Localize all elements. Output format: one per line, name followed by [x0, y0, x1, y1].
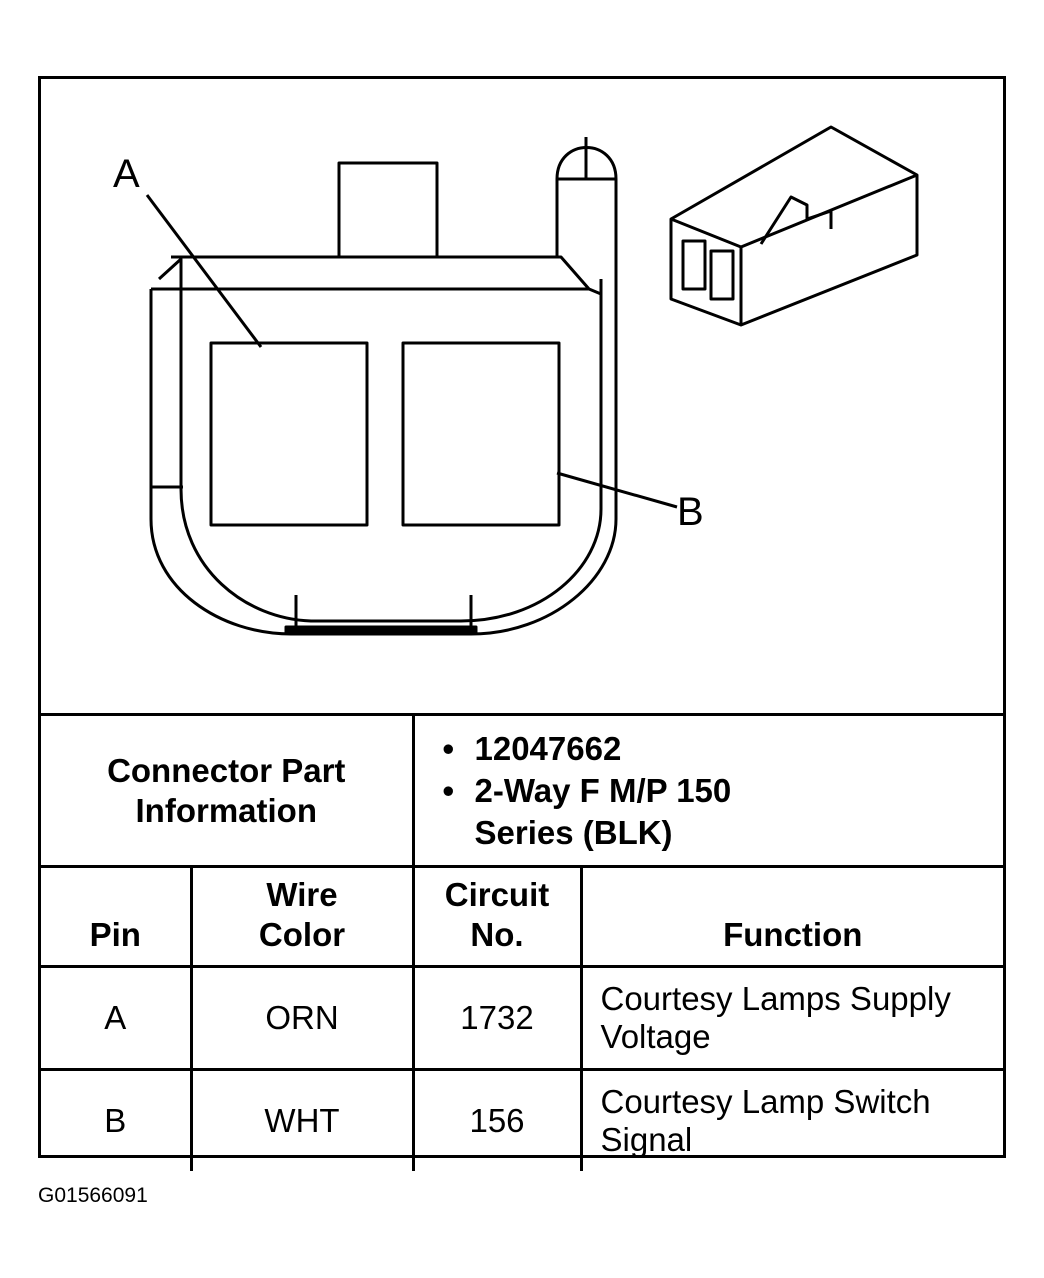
cell-pin: A — [41, 965, 193, 1071]
connector-face-diagram: A B — [41, 79, 1003, 713]
connector-info-title: Connector Part Information — [41, 713, 415, 868]
table-row: B WHT 156 Courtesy Lamp Switch Signal — [41, 1068, 1003, 1171]
connector-outer-shell-inner — [157, 257, 603, 623]
connector-perspective-view — [669, 125, 919, 327]
header-function: Function — [579, 865, 1003, 968]
connector-latch-tab — [337, 161, 439, 259]
figure-id: G01566091 — [38, 1184, 148, 1207]
pin-label-b: B — [677, 490, 704, 534]
cavity-a — [209, 341, 369, 527]
connector-table: Connector Part Information 12047662 2-Wa… — [41, 713, 1003, 1171]
cell-wire-color: ORN — [189, 965, 415, 1071]
connector-info-row: Connector Part Information 12047662 2-Wa… — [41, 713, 1004, 868]
cell-function: Courtesy Lamp Switch Signal — [579, 1068, 1003, 1171]
cell-circuit-no: 156 — [411, 1068, 583, 1171]
table-row: A ORN 1732 Courtesy Lamps Supply Voltage — [41, 965, 1003, 1071]
leader-line-b — [556, 471, 678, 509]
header-circuit-no: Circuit No. — [411, 865, 583, 968]
cavity-b — [401, 341, 561, 527]
connector-part-number: 12047662 — [443, 728, 1004, 770]
cell-function: Courtesy Lamps Supply Voltage — [579, 965, 1003, 1071]
connector-figure: A B Connector Part Information 12047662 … — [38, 76, 1006, 1171]
cell-wire-color: WHT — [189, 1068, 415, 1171]
connector-description: 2-Way F M/P 150 Series (BLK) — [443, 770, 775, 854]
cell-circuit-no: 1732 — [411, 965, 583, 1071]
leader-line-a — [145, 194, 263, 348]
connector-info-details: 12047662 2-Way F M/P 150 Series (BLK) — [411, 713, 1004, 868]
pin-label-a: A — [113, 152, 140, 196]
cell-pin: B — [41, 1068, 193, 1171]
header-pin: Pin — [41, 865, 193, 968]
header-wire-color: Wire Color — [189, 865, 415, 968]
table-header-row: Pin Wire Color Circuit No. Function — [41, 865, 1003, 968]
